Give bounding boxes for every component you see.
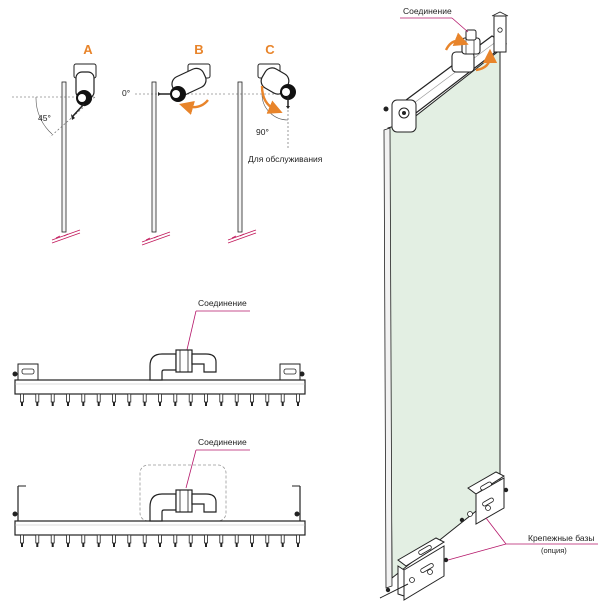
manifold-bottom-nozzle xyxy=(50,534,55,547)
manifold-bottom-nozzle xyxy=(188,534,193,547)
manifold-top-nozzle xyxy=(158,393,162,406)
mounting-bases-option-label: (опция) xyxy=(541,546,567,555)
view-a-angle-arc xyxy=(35,96,53,135)
panel-left-edge xyxy=(383,127,393,589)
view-c: C 90° Для обслуживания xyxy=(227,42,323,244)
view-c-letter: C xyxy=(265,42,275,57)
view-b-letter: B xyxy=(194,42,203,57)
panel-rotation-arrow-right-icon xyxy=(475,48,498,72)
view-a-elbow xyxy=(71,63,97,120)
manifold-bottom-nozzle xyxy=(173,534,178,547)
view-a-angle-label: 45° xyxy=(38,113,51,123)
mounting-bases-leader-right xyxy=(485,517,507,545)
manifold-top-nozzle xyxy=(35,393,40,406)
manifold-bottom-nozzle xyxy=(35,534,40,547)
manifold-top-nozzle xyxy=(204,393,208,406)
manifold-bottom-nozzle xyxy=(158,534,162,547)
manifold-top-connection-label: Соединение xyxy=(198,298,247,308)
view-b-floor-hatch-icon xyxy=(141,231,171,246)
manifold-bottom-connection-label: Соединение xyxy=(198,437,247,447)
view-a-letter: A xyxy=(83,42,93,57)
manifold-top-nozzle xyxy=(188,393,193,406)
manifold-top-nozzle xyxy=(50,393,55,406)
manifold-top-nozzle xyxy=(250,393,254,406)
manifold-bottom-nozzle xyxy=(296,534,300,547)
manifold-bottom-left-bracket xyxy=(12,485,26,524)
view-b: B 0° xyxy=(122,42,225,246)
view-a-post xyxy=(61,81,67,233)
manifold-top-connection xyxy=(149,349,217,381)
manifold-bottom-nozzle xyxy=(81,534,86,547)
manifold-top-nozzle xyxy=(142,393,147,406)
manifold-top-right-bracket xyxy=(279,363,305,381)
manifold-top-nozzle xyxy=(265,393,270,406)
view-c-elbow xyxy=(257,63,296,109)
panel-connection-label: Соединение xyxy=(403,6,452,16)
manifold-top: Соединение xyxy=(12,298,306,406)
manifold-top-nozzle xyxy=(112,393,116,406)
manifold-bottom-connection xyxy=(149,489,217,522)
view-a-floor-hatch-icon xyxy=(51,229,81,244)
manifold-bottom-nozzle xyxy=(250,534,254,547)
manifold-top-nozzle xyxy=(173,393,178,406)
view-b-elbow xyxy=(158,63,211,102)
view-a: A 45° xyxy=(12,42,97,244)
manifold-top-leader-diag xyxy=(185,310,197,355)
manifold-bottom-nozzle xyxy=(142,534,147,547)
view-c-floor-hatch-icon xyxy=(227,229,257,244)
manifold-top-nozzle xyxy=(20,393,24,406)
view-c-angle-label: 90° xyxy=(256,127,269,137)
manifold-bottom-nozzle xyxy=(96,534,101,547)
view-b-angle-label: 0° xyxy=(122,88,130,98)
manifold-bottom-nozzle xyxy=(234,534,239,547)
view-c-rotation-arrow-icon xyxy=(260,85,283,114)
manifold-top-nozzle xyxy=(81,393,86,406)
manifold-top-nozzles xyxy=(20,393,300,406)
manifold-bottom-nozzle xyxy=(204,534,208,547)
manifold-bottom-connection-highlight xyxy=(139,464,227,522)
manifold-bottom-right-bracket xyxy=(292,485,301,524)
manifold-bottom: Соединение xyxy=(12,437,306,547)
manifold-top-nozzle xyxy=(296,393,300,406)
manifold-top-nozzle xyxy=(234,393,239,406)
manifold-top-pipe xyxy=(14,379,306,395)
manifold-bottom-nozzle xyxy=(66,534,70,547)
manifold-bottom-nozzle xyxy=(280,534,285,547)
panel-connection-leader-diag xyxy=(451,17,469,33)
manifold-top-nozzle xyxy=(127,393,132,406)
view-b-post xyxy=(151,81,157,233)
view-c-service-note: Для обслуживания xyxy=(248,154,323,164)
manifold-bottom-nozzle xyxy=(20,534,24,547)
mounting-bases-label: Крепежные базы xyxy=(528,533,595,543)
manifold-top-nozzle xyxy=(280,393,285,406)
manifold-bottom-nozzles xyxy=(20,534,300,547)
panel-mounting-base-left xyxy=(379,537,449,601)
steam-panel: Соединение Крепежные базы xyxy=(379,6,598,601)
panel-rotation-arrow-left-icon xyxy=(444,32,469,51)
manifold-bottom-nozzle xyxy=(219,534,224,547)
panel-mounting-base-right xyxy=(459,471,509,525)
view-b-rotation-arrow-icon xyxy=(179,99,209,115)
manifold-bottom-nozzle xyxy=(127,534,132,547)
manifold-top-left-bracket xyxy=(12,363,39,381)
manifold-bottom-nozzle xyxy=(112,534,116,547)
manifold-top-nozzle xyxy=(66,393,70,406)
panel-top-manifold xyxy=(383,11,509,133)
manifold-bottom-leader-diag xyxy=(185,449,197,489)
mounting-bases-leader-left xyxy=(447,543,507,561)
view-c-post xyxy=(237,81,243,233)
manifold-top-nozzle xyxy=(219,393,224,406)
manifold-bottom-pipe xyxy=(14,520,306,536)
manifold-bottom-nozzle xyxy=(265,534,270,547)
manifold-top-nozzle xyxy=(96,393,101,406)
